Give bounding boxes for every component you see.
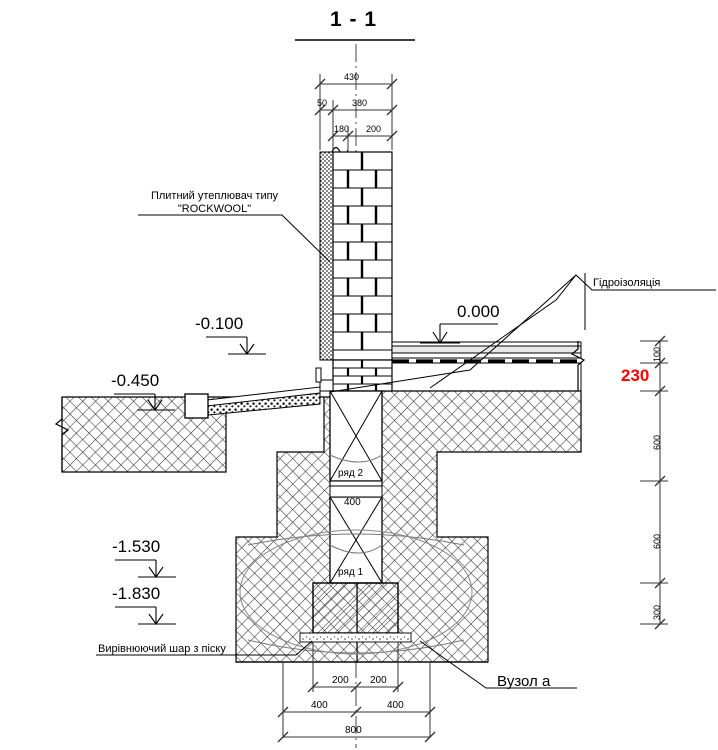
- bottom-dim-200-left: 200: [332, 675, 349, 686]
- insulation-note-line2: "ROCKWOOL": [177, 203, 252, 215]
- page-title: 1 - 1: [330, 8, 378, 31]
- bottom-dim-400-left: 400: [311, 700, 328, 711]
- elevation-minus-1-830: -1.830: [112, 584, 161, 603]
- waterproofing-note: Гідроізоляція: [593, 277, 661, 289]
- highlight-value-230: 230: [621, 366, 650, 385]
- insulation-note-line1: Плитний утеплювач типу: [150, 190, 279, 202]
- top-dim-180: 180: [334, 124, 350, 134]
- right-dim-600-lower: 600: [652, 533, 662, 549]
- top-dim-380: 380: [352, 98, 368, 108]
- sand-layer-note: Вирівнюючий шар з піску: [98, 643, 226, 655]
- column-inner-dim-400: 400: [344, 497, 361, 508]
- elevation-minus-1-530: -1.530: [112, 537, 161, 556]
- bottom-dim-200-right: 200: [370, 675, 387, 686]
- top-dim-200: 200: [366, 124, 382, 134]
- right-dim-600-upper: 600: [652, 434, 662, 450]
- right-dim-100: 100: [652, 346, 662, 362]
- bottom-dim-400-right: 400: [387, 700, 404, 711]
- column-row1-label: ряд 1: [338, 567, 364, 578]
- node-a-note: Вузол а: [497, 673, 551, 690]
- top-dim-50: 50: [317, 98, 328, 108]
- right-dim-300: 300: [652, 604, 662, 620]
- top-dim-430: 430: [344, 72, 360, 82]
- column-row2-label: ряд 2: [338, 468, 364, 479]
- elevation-0-000: 0.000: [457, 302, 500, 321]
- elevation-minus-0-450: -0.450: [111, 371, 160, 390]
- elevation-minus-0-100: -0.100: [195, 314, 244, 333]
- bottom-dim-800: 800: [345, 725, 362, 736]
